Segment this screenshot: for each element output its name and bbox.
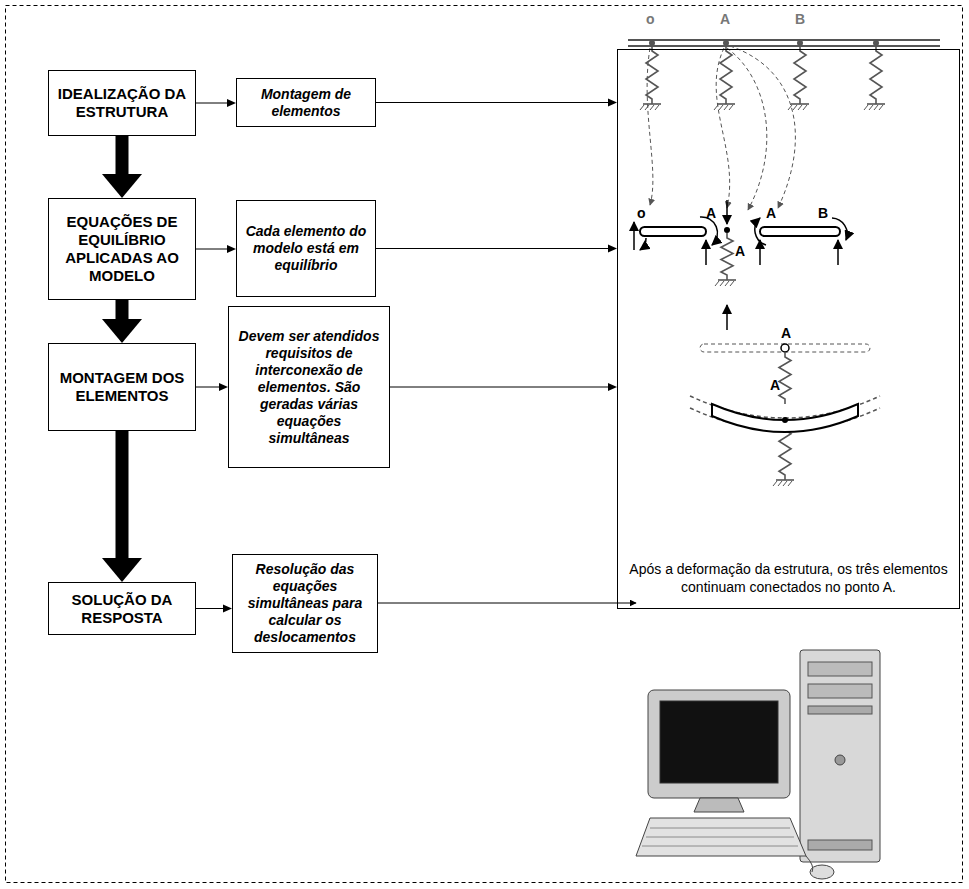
- note-box: Resolução das equações simultâneas para …: [232, 554, 378, 653]
- dashed-arrow: [647, 48, 653, 205]
- connector: [196, 605, 232, 613]
- step-box: IDEALIZAÇÃO DA ESTRUTURA: [48, 70, 196, 136]
- dashed-arrow: [730, 46, 795, 208]
- connector: [102, 136, 142, 198]
- force-arrow: [633, 222, 635, 250]
- part-label: B: [818, 206, 828, 220]
- moment-arrow: [832, 218, 847, 240]
- part-label: A: [720, 12, 730, 26]
- force-arrow: [726, 200, 728, 224]
- connector: [196, 99, 236, 107]
- connector: [102, 300, 142, 343]
- part-label: o: [637, 206, 646, 220]
- part-label: o: [646, 12, 655, 26]
- undeformed-beam: [700, 344, 870, 352]
- node-text: Cada elemento do modelo está em equilíbr…: [243, 223, 369, 274]
- connector: [376, 99, 617, 107]
- beam-element: [640, 227, 706, 236]
- beam-line: [628, 45, 940, 47]
- note-box: Montagem de elementos: [236, 78, 376, 127]
- connector: [196, 245, 236, 253]
- note-box: Cada elemento do modelo está em equilíbr…: [236, 200, 376, 297]
- step-box: SOLUÇÃO DA RESPOSTA: [48, 582, 196, 635]
- part-label: A: [735, 244, 745, 258]
- step-box: MONTAGEM DOS ELEMENTOS: [48, 343, 196, 431]
- part-label: B: [795, 12, 805, 26]
- moment-arrow: [640, 238, 646, 250]
- node-text: MONTAGEM DOS ELEMENTOS: [55, 369, 189, 405]
- dashed-arrow: [716, 48, 730, 208]
- part-label: A: [781, 326, 791, 340]
- dashed-arrow: [727, 48, 767, 210]
- force-arrow: [759, 240, 761, 265]
- node-text: Devem ser atendidos requisitos de interc…: [235, 328, 383, 447]
- moment-arrow: [700, 217, 717, 245]
- part-label: A: [770, 378, 780, 392]
- deformed-beam: [712, 404, 858, 432]
- step-box: EQUAÇÕES DE EQUILÍBRIO APLICADAS AO MODE…: [48, 198, 196, 300]
- connector: [390, 383, 617, 391]
- force-arrow: [726, 305, 728, 330]
- node-text: Após a deformação da estrutura, os três …: [624, 560, 953, 596]
- part-label: A: [706, 206, 716, 220]
- node-text: Resolução das equações simultâneas para …: [239, 561, 371, 646]
- connector: [376, 245, 617, 253]
- force-arrow: [705, 240, 707, 265]
- node-text: IDEALIZAÇÃO DA ESTRUTURA: [55, 85, 189, 121]
- node-dot: [782, 417, 788, 423]
- spring: [715, 233, 736, 286]
- beam-line: [628, 39, 940, 41]
- computer-icon: [636, 650, 880, 879]
- springs: [640, 40, 885, 110]
- node-dot: [724, 227, 730, 233]
- part-label: A: [766, 206, 776, 220]
- outer-border: [6, 6, 963, 883]
- node-circle: [781, 344, 789, 352]
- force-arrow: [837, 240, 839, 265]
- node-text: Montagem de elementos: [243, 86, 369, 120]
- node-text: EQUAÇÕES DE EQUILÍBRIO APLICADAS AO MODE…: [55, 213, 189, 285]
- arrow-to-computer: [378, 603, 636, 604]
- node-text: SOLUÇÃO DA RESPOSTA: [55, 591, 189, 627]
- moment-arrow: [755, 218, 766, 245]
- note-box: Devem ser atendidos requisitos de interc…: [228, 306, 390, 468]
- connector: [102, 431, 142, 582]
- connector: [196, 383, 228, 391]
- beam-element: [760, 227, 840, 236]
